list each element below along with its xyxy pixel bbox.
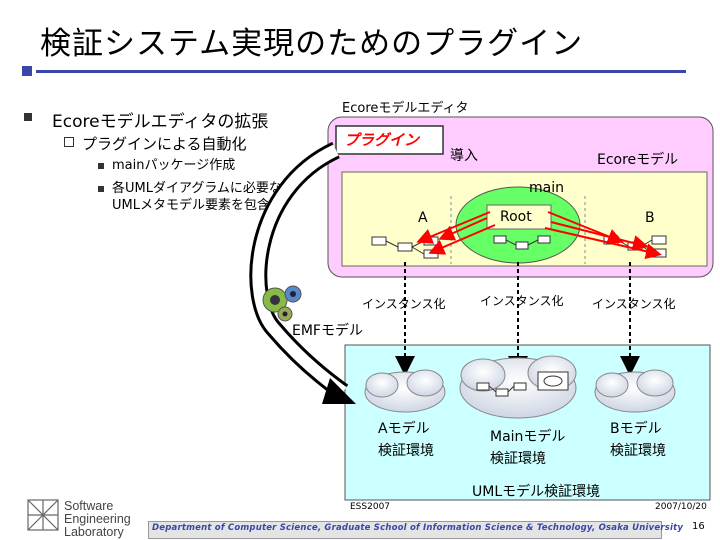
bullet-small-square-icon [98,186,104,192]
conference-label: ESS2007 [350,502,391,512]
root-label: Root [500,209,532,225]
instantiate-label-a: インスタンス化 [362,297,446,311]
bullet-level3-item: mainパッケージ作成 [112,158,236,173]
ecore-editor-label: Ecoreモデルエディタ [342,101,469,116]
bullet-level3-continuation: UMLメタモデル要素を包含 [112,198,270,213]
env-main-verify-label: 検証環境 [490,451,546,467]
env-b-verify-label: 検証環境 [610,443,666,459]
department-label: Department of Computer Science, Graduate… [152,523,684,533]
instantiate-label-main: インスタンス化 [480,294,564,308]
root-box [486,204,552,230]
logo-line: Engineering [64,512,131,526]
gears-icon [262,285,302,322]
package-a-label: A [418,210,428,226]
title-accent-square [22,66,32,76]
date-label: 2007/10/20 [655,502,707,512]
logo-line: Laboratory [64,525,124,539]
bullet-small-square-icon [98,163,104,169]
page-number: 16 [692,521,705,532]
instantiate-label-b: インスタンス化 [592,297,676,311]
plugin-label: プラグイン [344,131,420,149]
footer-bar [148,521,662,539]
cloud-b [594,369,676,413]
cloud-a [364,369,446,413]
package-b-label: B [645,210,655,226]
bullet-hollow-square-icon [64,137,74,147]
env-a-verify-label: 検証環境 [378,443,434,459]
instantiation-arrows [395,262,640,376]
main-classes [493,235,551,250]
env-main-model-label: Mainモデル [490,429,566,445]
uml-env-label: UMLモデル検証環境 [472,484,601,500]
reference-arrows [416,211,662,260]
bullet-square-icon [24,113,32,121]
main-package-label: main [529,180,564,196]
slide-title: 検証システム実現のためのプラグイン [40,26,584,62]
emf-model-label: EMFモデル [292,323,363,339]
bullet-level2: プラグインによる自動化 [82,135,247,153]
title-underline [36,70,686,73]
env-b-model-label: Bモデル [610,421,662,437]
logo-line: Software [64,499,114,513]
intro-label: 導入 [450,148,478,164]
plugin-badge [335,125,444,155]
bullet-level1: Ecoreモデルエディタの拡張 [52,112,269,132]
env-a-model-label: Aモデル [378,421,430,437]
cloud-main-diagram [476,371,569,397]
ecore-model-label: Ecoreモデル [597,152,679,168]
lab-logo-mark [27,499,59,531]
bullet-level3-item: 各UMLダイアグラムに必要な [112,181,282,196]
